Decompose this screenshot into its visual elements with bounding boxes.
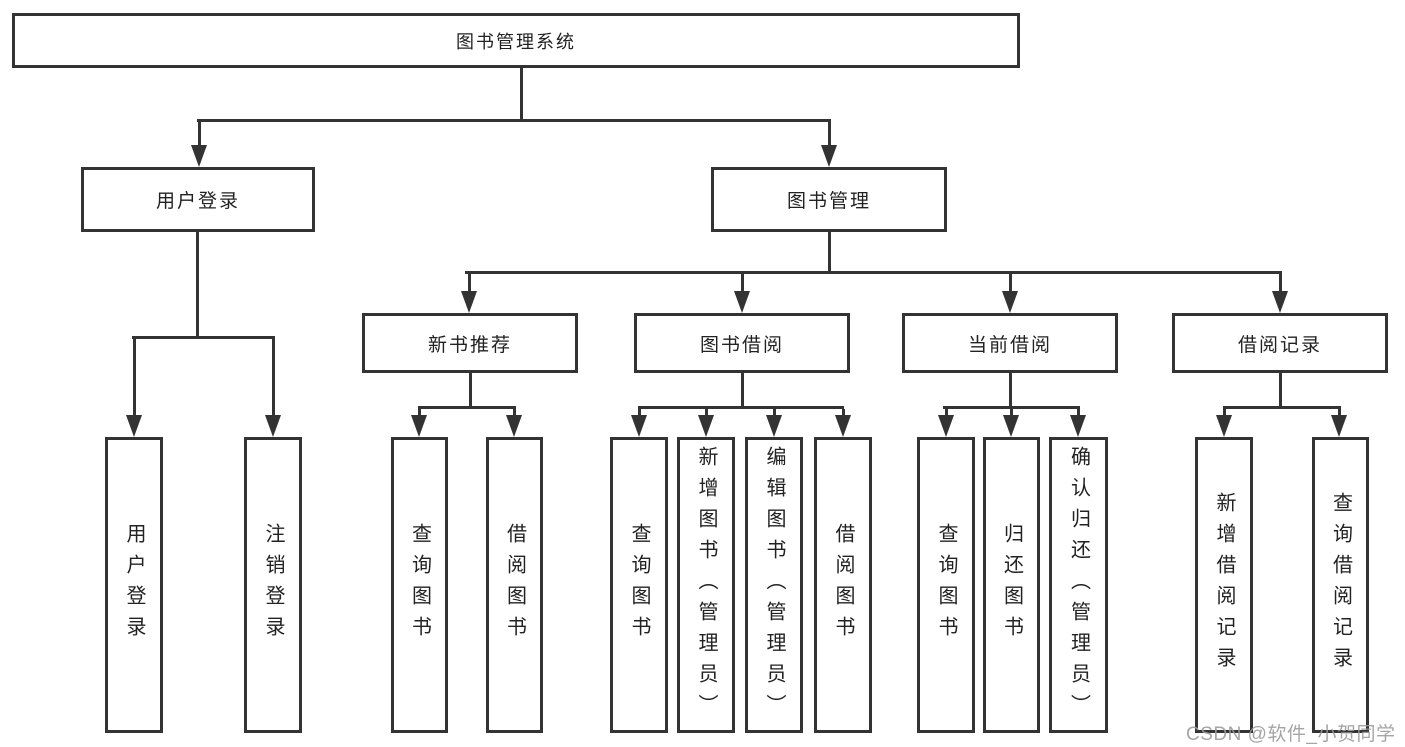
watermark-text: CSDN @软件_小贺同学 [1186,724,1396,745]
node-user-login: 用户登录 [81,167,315,232]
connector-line [741,274,744,293]
connector-line [133,339,136,417]
connector-line [469,373,472,406]
connector-line [1010,409,1013,417]
leaf-label: 归还图书 [1000,523,1023,647]
connector-line [513,409,516,417]
arrowhead-icon [126,415,142,437]
connector-line [418,406,516,409]
leaf-label: 查询图书 [628,523,650,647]
connector-line [638,406,844,409]
node-label: 用户登录 [155,191,240,212]
arrowhead-icon [631,415,647,437]
connector-line [705,409,708,417]
connector-line [1338,409,1341,417]
connector-line [943,406,1080,409]
connector-line [520,68,523,122]
arrowhead-icon [461,291,477,313]
node-current-borrowing: 当前借阅 [902,313,1118,373]
arrowhead-icon [698,415,714,437]
connector-line [741,373,744,406]
connector-line [828,122,831,147]
leaf-query-books-2: 查询图书 [610,437,668,733]
leaf-label: 借阅图书 [832,523,854,647]
leaf-add-books-admin: 新增图书（管理员） [677,437,735,733]
leaf-add-borrow-record: 新增借阅记录 [1195,437,1253,733]
node-root: 图书管理系统 [12,13,1020,68]
leaf-logout-login: 注销登录 [244,437,302,733]
arrowhead-icon [1070,415,1086,437]
connector-line [468,274,471,293]
leaf-label: 借阅图书 [503,523,526,647]
connector-line [842,409,845,417]
connector-line [197,119,831,122]
connector-line [1009,373,1012,406]
leaf-user-login: 用户登录 [105,437,163,733]
connector-line [773,409,776,417]
connector-line [1223,409,1226,417]
arrowhead-icon [1331,415,1347,437]
leaf-query-borrow-record: 查询借阅记录 [1312,437,1369,733]
node-new-book-recommendation: 新书推荐 [362,313,578,373]
leaf-query-books-3: 查询图书 [917,437,975,733]
connector-line [638,409,641,417]
arrowhead-icon [1003,415,1019,437]
leaf-edit-books-admin: 编辑图书（管理员） [745,437,803,733]
connector-line [418,409,421,417]
node-label: 借阅记录 [1237,334,1322,356]
arrowhead-icon [265,415,281,437]
leaf-label: 查询图书 [408,523,431,647]
arrowhead-icon [411,415,427,437]
node-label: 图书管理系统 [456,31,576,52]
node-label: 当前借阅 [967,334,1052,356]
arrowhead-icon [835,415,851,437]
node-borrowing-records: 借阅记录 [1172,313,1388,373]
arrowhead-icon [938,415,954,437]
arrowhead-icon [821,145,837,167]
connector-line [196,232,199,339]
leaf-label: 用户登录 [123,523,145,647]
connector-line [272,339,275,417]
connector-line [1279,373,1282,406]
arrowhead-icon [1272,291,1288,313]
leaf-label: 新增图书（管理员） [695,445,717,725]
connector-line [1009,274,1012,293]
leaf-borrow-books-1: 借阅图书 [486,437,543,733]
connector-line [198,122,201,147]
leaf-label: 新增借阅记录 [1213,492,1235,678]
node-label: 图书借阅 [699,334,784,356]
leaf-label: 查询图书 [935,523,957,647]
leaf-query-books-1: 查询图书 [391,437,448,733]
arrowhead-icon [191,145,207,167]
node-book-management: 图书管理 [711,167,947,232]
connector-line [1279,274,1282,293]
connector-line [828,232,831,274]
connector-line [1223,406,1341,409]
arrowhead-icon [506,415,522,437]
arrowhead-icon [1216,415,1232,437]
leaf-borrow-books-2: 借阅图书 [814,437,872,733]
connector-line [945,409,948,417]
node-label: 新书推荐 [427,334,512,356]
node-label: 图书管理 [786,191,871,212]
leaf-label: 确认归还（管理员） [1067,445,1090,725]
leaf-label: 编辑图书（管理员） [763,445,785,725]
node-book-borrowing: 图书借阅 [634,313,850,373]
leaf-label: 查询借阅记录 [1329,492,1352,678]
connector-line [1077,409,1080,417]
leaf-label: 注销登录 [262,523,284,647]
leaf-confirm-return-admin: 确认归还（管理员） [1049,437,1108,733]
arrowhead-icon [734,291,750,313]
arrowhead-icon [766,415,782,437]
arrowhead-icon [1002,291,1018,313]
leaf-return-books: 归还图书 [983,437,1040,733]
connector-line [465,271,1282,274]
connector-line [132,336,275,339]
